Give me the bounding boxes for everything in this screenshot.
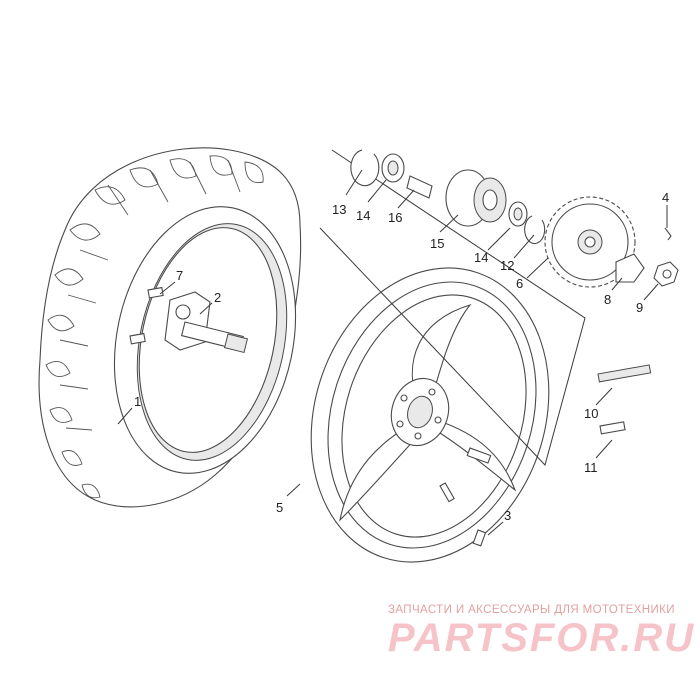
callout-2: 2: [214, 290, 221, 305]
callout-16: 16: [388, 210, 402, 225]
leader-lines: [117, 169, 668, 536]
callout-13: 13: [332, 202, 346, 217]
callout-11: 11: [584, 460, 598, 475]
callout-14b: 14: [474, 250, 488, 265]
watermark-logo: PARTSFOR.RU: [388, 616, 696, 660]
callout-4: 4: [662, 190, 669, 205]
callout-7: 7: [176, 268, 183, 283]
callout-5: 5: [276, 500, 283, 515]
chain-drawing: [597, 364, 652, 435]
callout-8: 8: [604, 292, 611, 307]
hub-axle-drawing: [129, 286, 249, 354]
callout-14a: 14: [356, 208, 370, 223]
assembly-group-frame: [319, 149, 586, 466]
callout-10: 10: [584, 406, 598, 421]
callout-12: 12: [500, 258, 514, 273]
callout-9: 9: [636, 300, 643, 315]
callout-15: 15: [430, 236, 444, 251]
callout-labels: 1 2 7 3 4 5 6 13 14 16 15 14 12 8 9 10 1…: [134, 190, 669, 523]
callout-3: 3: [504, 508, 511, 523]
callout-1: 1: [134, 394, 141, 409]
watermark-tagline: ЗАПЧАСТИ И АКСЕССУАРЫ ДЛЯ МОТОТЕХНИКИ: [388, 604, 675, 616]
callout-6: 6: [516, 276, 523, 291]
rim-drawing: [310, 267, 550, 563]
sprocket-carrier-drawing: [350, 149, 679, 288]
